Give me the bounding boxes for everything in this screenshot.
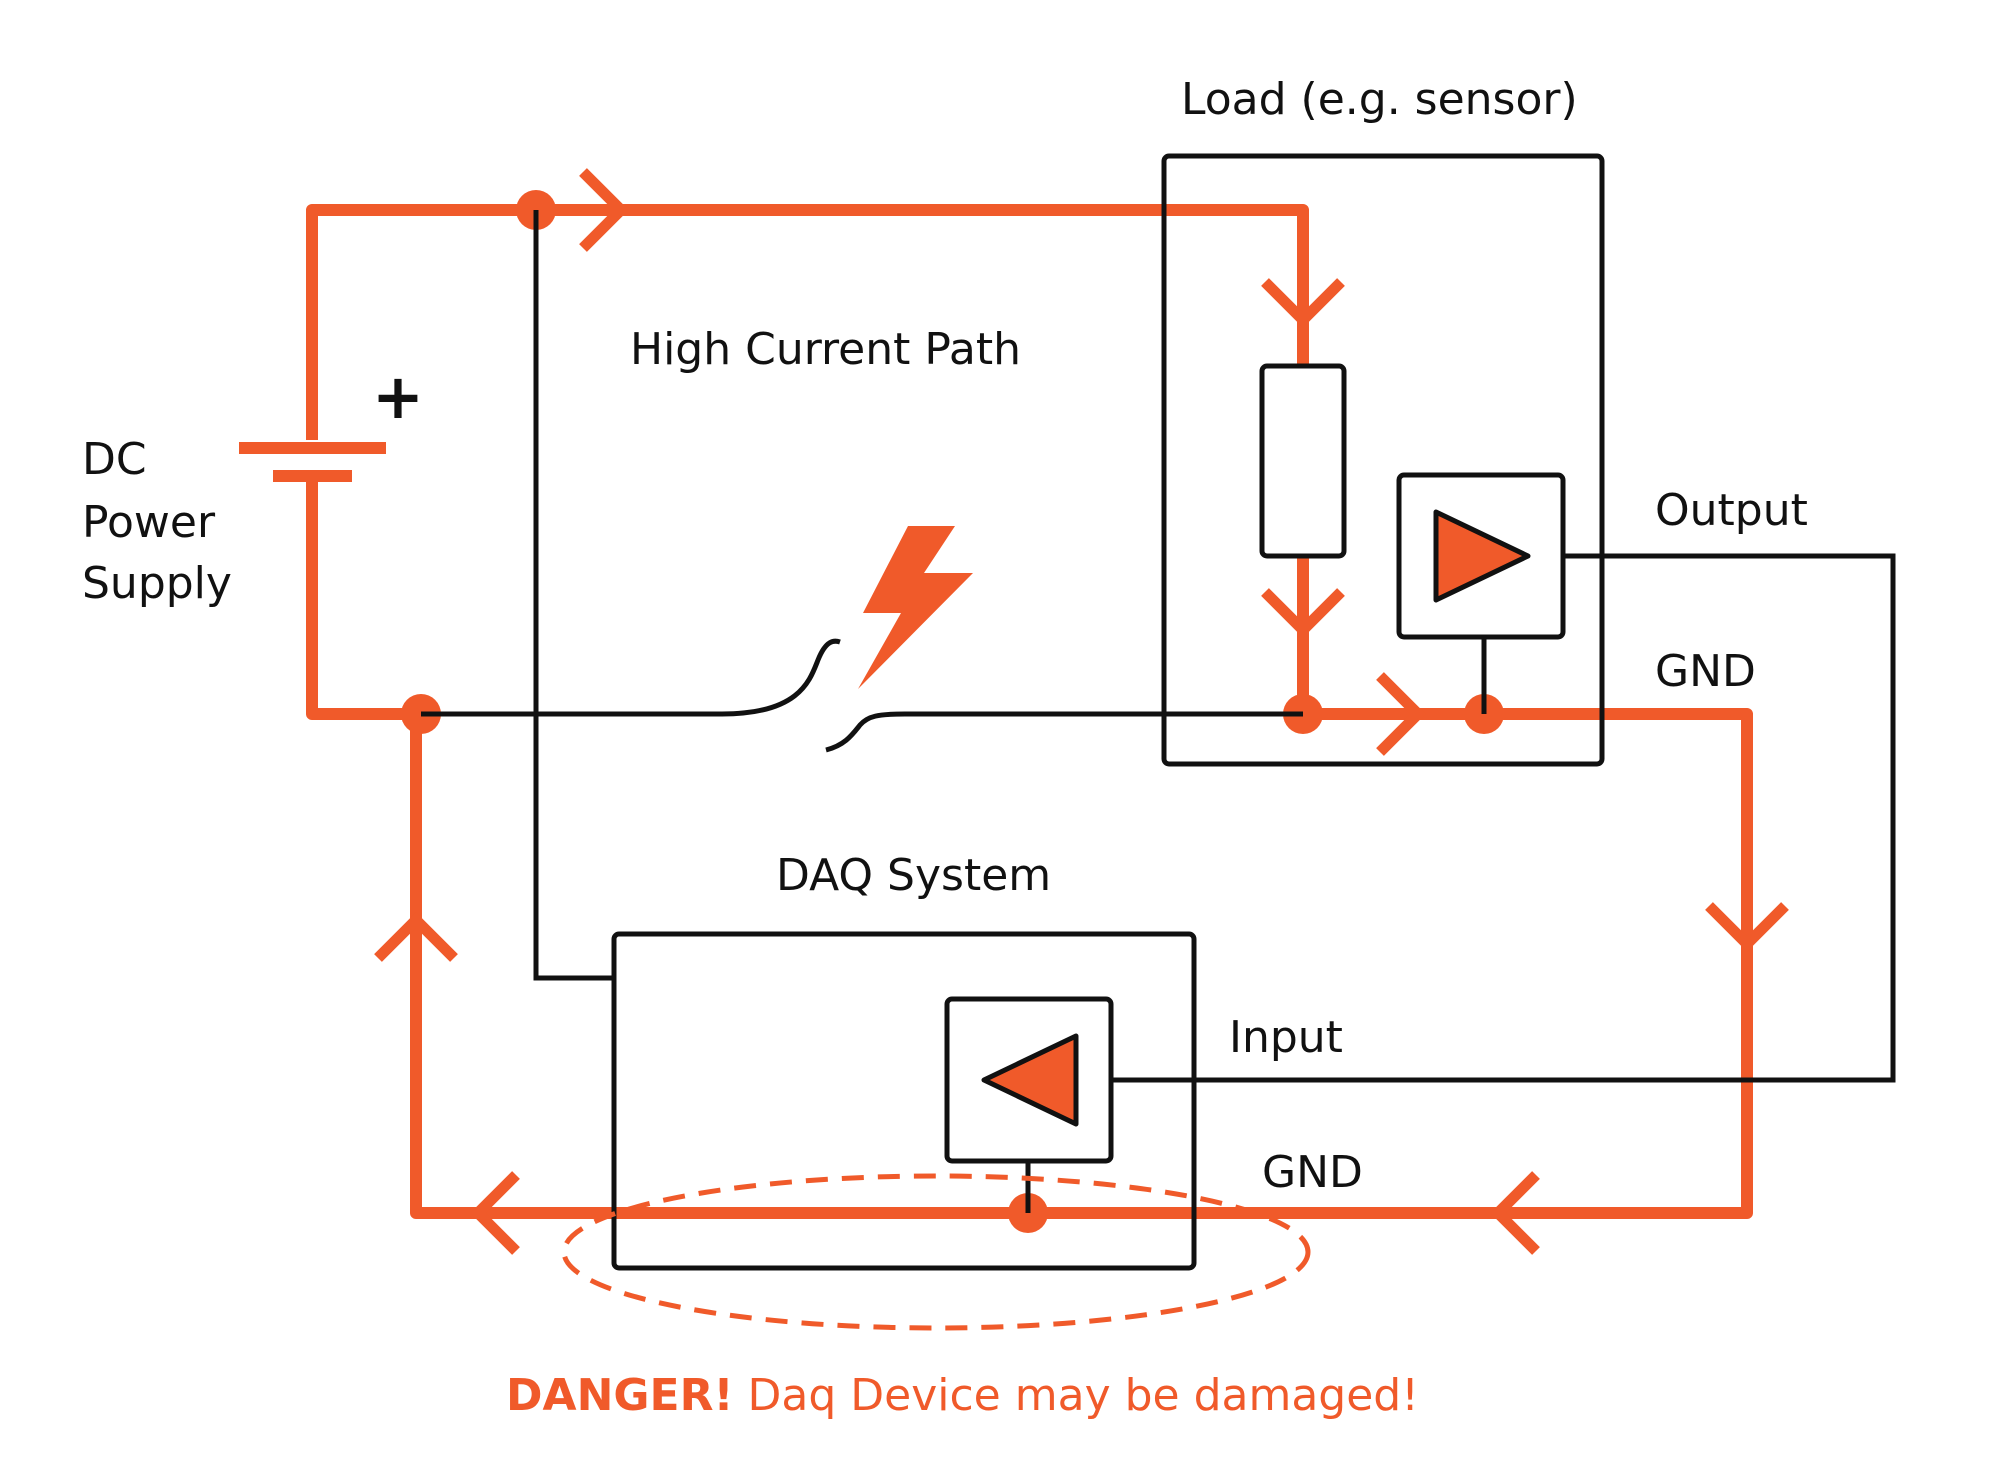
battery-negative-wire <box>306 480 416 720</box>
dc-label: DC <box>82 434 147 485</box>
load-amplifier-triangle <box>1433 509 1531 603</box>
resistor <box>1259 363 1347 559</box>
plus-label: + <box>372 360 424 433</box>
input-label: Input <box>1229 1012 1343 1063</box>
arrow-bottom-left-2 <box>470 1171 520 1255</box>
high-current-path-label: High Current Path <box>630 324 1021 375</box>
output-input-wire <box>1112 553 1896 1083</box>
broken-gnd-wire-right <box>825 711 1303 753</box>
battery-symbol <box>239 442 386 482</box>
danger-message: DANGER! Daq Device may be damaged! <box>506 1370 1419 1421</box>
load-box <box>1161 153 1605 767</box>
daq-supply-wire <box>533 210 614 981</box>
arrow-left-up <box>374 912 458 962</box>
arrow-load-right <box>1376 672 1426 756</box>
gnd-bottom-label: GND <box>1262 1147 1363 1198</box>
danger-text: Daq Device may be damaged! <box>734 1370 1419 1421</box>
danger-bold: DANGER! <box>506 1370 734 1421</box>
arrow-bottom-left-1 <box>1490 1171 1540 1255</box>
arrow-right-down <box>1705 902 1789 952</box>
broken-gnd-wire-left <box>421 638 841 717</box>
daq-amplifier-triangle <box>981 1033 1079 1127</box>
top-rail-wire <box>306 204 1309 440</box>
daq-box <box>611 931 1197 1271</box>
daq-system-label: DAQ System <box>776 850 1051 901</box>
arrow-load-down-2 <box>1261 588 1345 638</box>
output-label: Output <box>1655 485 1808 536</box>
danger-ellipse <box>561 1173 1311 1331</box>
arrow-top-right <box>579 168 629 252</box>
load-gnd-wire <box>410 708 1753 1219</box>
arrow-load-down-1 <box>1261 278 1345 328</box>
supply-label: Supply <box>82 558 232 609</box>
current-arrows <box>374 168 1789 1255</box>
load-label: Load (e.g. sensor) <box>1181 74 1578 125</box>
high-current-path <box>306 204 1753 1219</box>
lightning-icon <box>858 526 973 689</box>
signal-wires <box>421 210 1896 1213</box>
power-label: Power <box>82 497 216 548</box>
gnd-top-label: GND <box>1655 646 1756 697</box>
